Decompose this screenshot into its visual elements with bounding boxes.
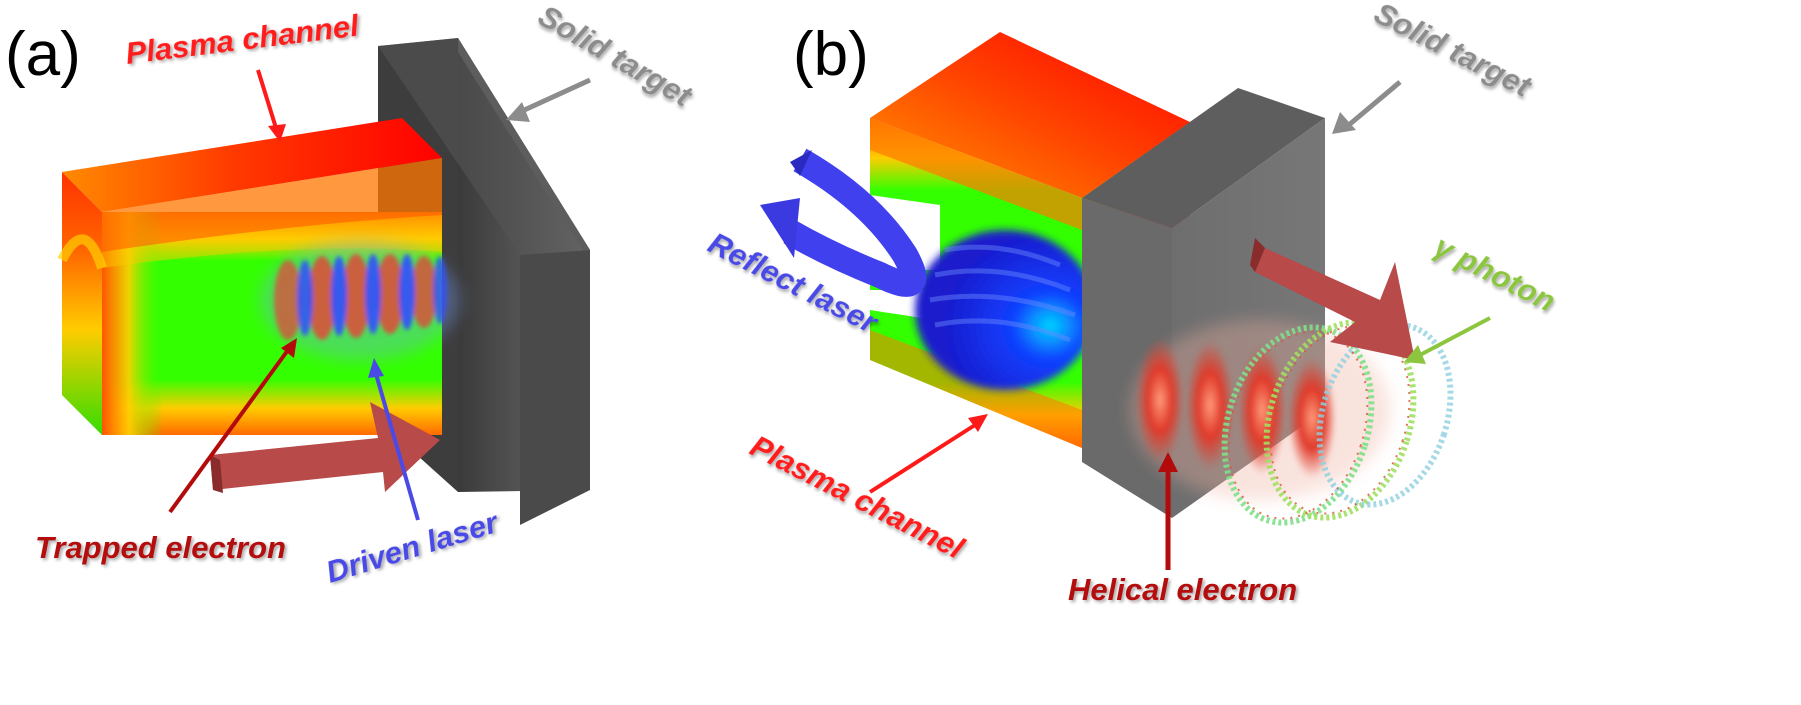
solid-target-pointer-a: [506, 77, 592, 122]
gamma-photon-label-b: γ photon: [1429, 228, 1561, 319]
plasma-channel-pointer-a: [256, 69, 286, 142]
panel-label-b: (b): [793, 20, 869, 89]
reflect-laser-arrow-b: [760, 148, 927, 297]
plasma-channel-label-a: Plasma channel: [124, 7, 362, 70]
helical-electron-pointer-b: [1158, 452, 1178, 570]
motion-arrow-a: [210, 402, 440, 493]
laser-pulse-b: [915, 230, 1095, 390]
helical-electron-label-b: Helical electron: [1068, 572, 1297, 607]
solid-target-pointer-b: [1332, 80, 1402, 134]
laser-electron-bunch-a: [260, 240, 460, 360]
driven-laser-label-a: Driven laser: [322, 504, 504, 590]
trapped-electron-label-a: Trapped electron: [35, 530, 286, 565]
gamma-photon-pointer-b: [1404, 316, 1491, 364]
trapped-electron-pointer-a: [168, 338, 297, 514]
driven-laser-pointer-a: [368, 358, 420, 521]
panel-b: (b) Solid target Reflect laser γ photon …: [703, 0, 1561, 607]
plasma-channel-pointer-b: [868, 414, 988, 494]
panel-a: (a) Plasma channel Solid target Trapped …: [5, 0, 699, 590]
panel-label-a: (a): [5, 20, 81, 89]
motion-arrow-b: [1250, 238, 1415, 360]
